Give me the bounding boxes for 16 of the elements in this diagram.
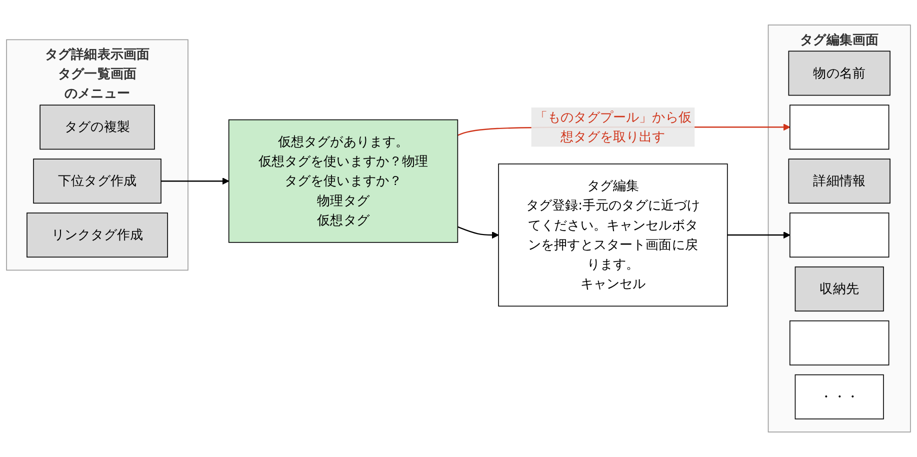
node-box: 詳細情報 [788,158,890,204]
edge-label: 「ものタグプール」から仮想タグを取り出す [534,109,692,144]
node-box: タグの複製 [40,104,155,150]
node-box: 物の名前 [788,50,890,96]
node-box [790,212,890,258]
arrow [161,178,230,185]
node-box: 下位タグ作成 [33,158,162,204]
node-box: タグ編集 タグ登録:手元のタグに近づけてください。キャンセルボタンを押すとスタート画面に戻ります。 キャンセル [498,164,728,307]
node-box: ・・・ [794,374,884,420]
node-box: リンクタグ作成 [26,212,168,258]
arrow [727,231,790,239]
arrow [457,226,499,239]
node-box: 仮想タグがあります。 仮想タグを使いますか？物理タグを使いますか？ 物理タグ 仮想タグ [228,119,458,243]
node-box [790,320,890,366]
node-box: 収納先 [794,266,884,312]
node-box [790,104,890,150]
